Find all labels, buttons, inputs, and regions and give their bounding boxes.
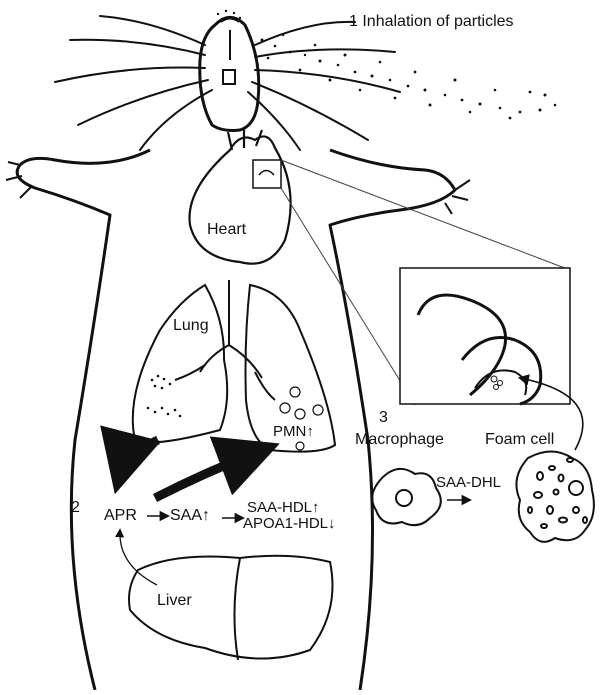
saa-label: SAA↑ bbox=[170, 508, 210, 524]
artery-inset bbox=[400, 268, 570, 404]
liver-label: Liver bbox=[157, 593, 192, 609]
apr-to-lung-arrow bbox=[155, 448, 268, 498]
liver-to-apr-arrow bbox=[120, 530, 157, 585]
macrophage-label: Macrophage bbox=[355, 432, 444, 448]
lung-to-apr-arrow bbox=[118, 440, 158, 482]
step2-number: 2 bbox=[71, 500, 80, 516]
artery-icon bbox=[259, 171, 274, 176]
pmn-cells bbox=[280, 387, 323, 450]
heart-organ bbox=[190, 128, 291, 264]
step3-number: 3 bbox=[379, 410, 388, 426]
zoom-source-box bbox=[253, 160, 281, 188]
right-paw-icon bbox=[445, 180, 470, 214]
foam-cell-label: Foam cell bbox=[485, 432, 554, 448]
apoa1-hdl-label: APOA1-HDL↓ bbox=[243, 516, 336, 531]
foam-cell bbox=[516, 452, 593, 542]
pmn-label: PMN↑ bbox=[273, 424, 314, 439]
step1-label: 1 Inhalation of particles bbox=[349, 14, 514, 30]
teeth-icon bbox=[223, 70, 235, 84]
saa-hdl-label: SAA-HDL↑ bbox=[247, 500, 320, 515]
lung-label: Lung bbox=[173, 318, 209, 334]
saa-dhl-label: SAA-DHL bbox=[436, 475, 501, 490]
heart-label: Heart bbox=[207, 222, 246, 238]
apr-label: APR bbox=[104, 508, 137, 524]
macrophage-cell bbox=[372, 469, 441, 525]
